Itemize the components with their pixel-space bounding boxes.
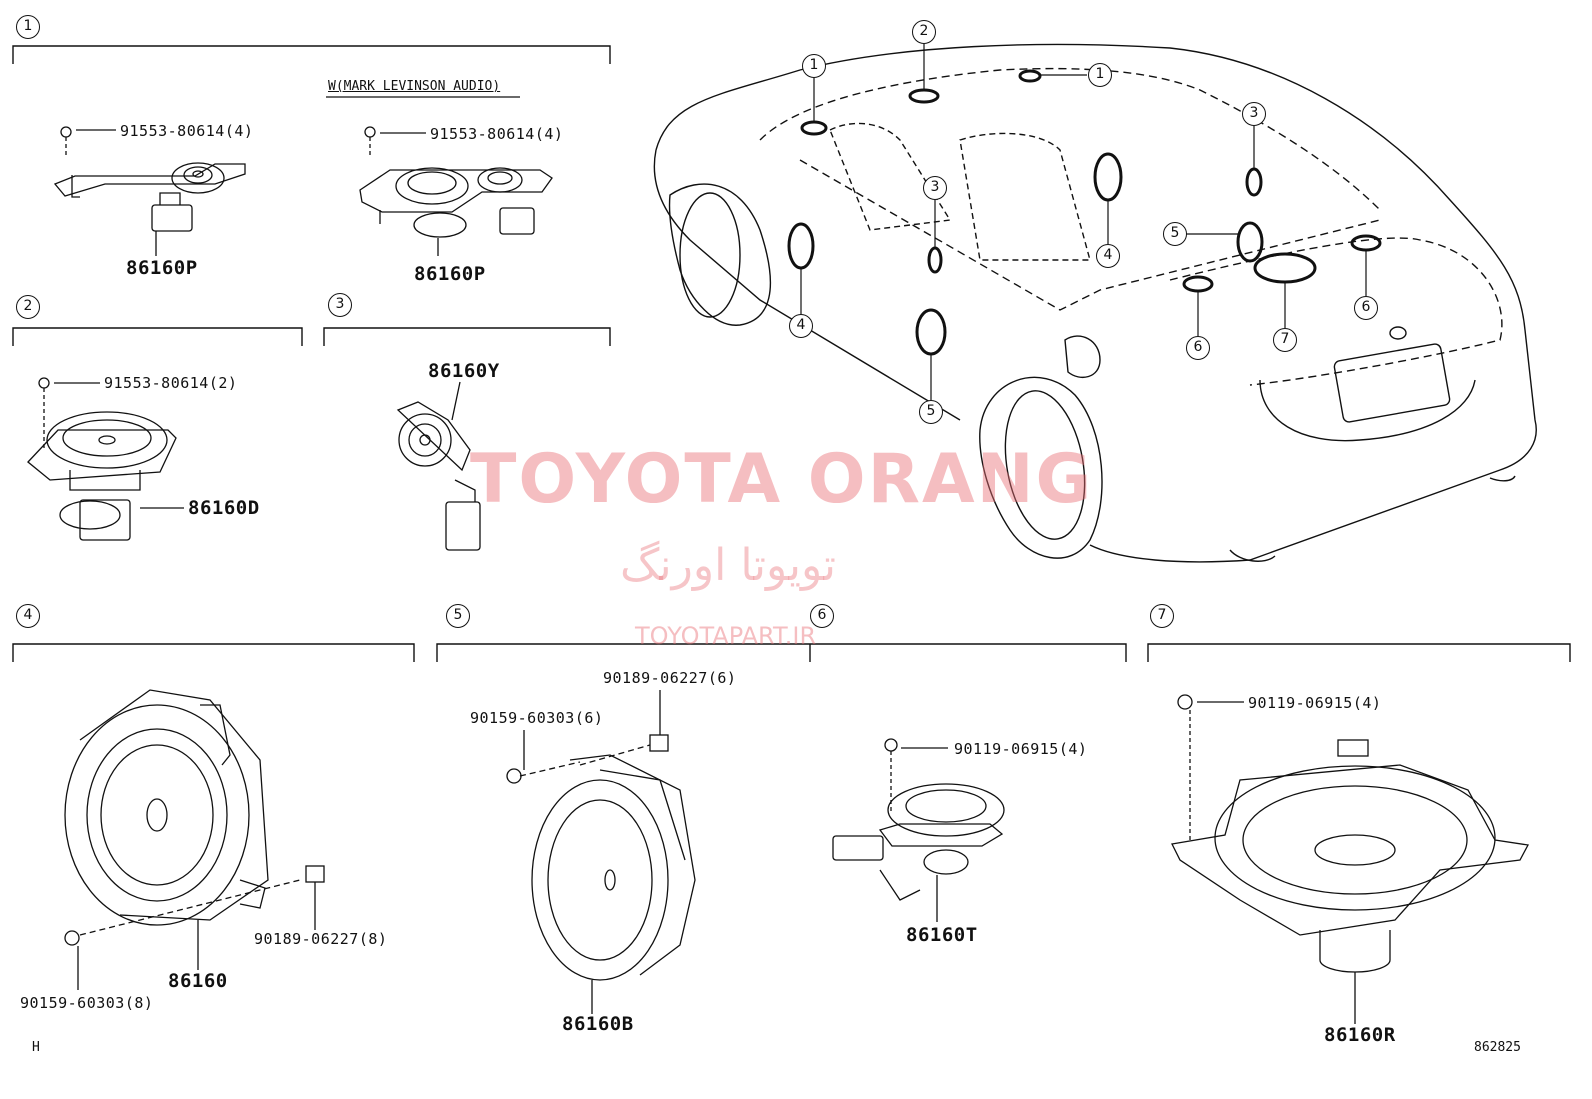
part-number-label: 86160R bbox=[1324, 1024, 1396, 1046]
car-callout: 4 bbox=[789, 314, 813, 338]
car-callout: 1 bbox=[802, 54, 826, 78]
part-number-bolt: 91553-80614(4) bbox=[430, 125, 564, 143]
part-number-bolt: 91553-80614(2) bbox=[104, 374, 238, 392]
speaker-86160 bbox=[64, 689, 325, 990]
part-number-screw: 90159-60303(8) bbox=[20, 994, 154, 1012]
footer-code-left: H bbox=[32, 1040, 40, 1055]
section-number-4: 4 bbox=[16, 604, 40, 628]
car-callout: 6 bbox=[1354, 296, 1378, 320]
section-number-6: 6 bbox=[810, 604, 834, 628]
watermark-url: TOYOTAPART.IR bbox=[635, 622, 817, 650]
part-number-label: 86160 bbox=[168, 970, 228, 992]
part-number-label: 86160T bbox=[906, 924, 978, 946]
section-5-bracket bbox=[436, 643, 1127, 662]
car-outline bbox=[653, 43, 1537, 563]
part-number-label: 86160P bbox=[126, 257, 198, 279]
car-callout: 7 bbox=[1273, 328, 1297, 352]
section-4-bracket bbox=[12, 643, 415, 662]
section-3-bracket bbox=[323, 327, 611, 346]
part-number-label: 86160D bbox=[188, 497, 260, 519]
section-number-1: 1 bbox=[16, 15, 40, 39]
part-number-bolt: 90119-06915(4) bbox=[1248, 694, 1382, 712]
part-number-clip: 90189-06227(8) bbox=[254, 930, 388, 948]
car-speaker-rings bbox=[787, 69, 1382, 356]
car-callout: 2 bbox=[912, 20, 936, 44]
section-number-3: 3 bbox=[328, 293, 352, 317]
variant-note: W(MARK LEVINSON AUDIO) bbox=[328, 79, 501, 94]
part-number-bolt: 91553-80614(4) bbox=[120, 122, 254, 140]
car-callout: 4 bbox=[1096, 244, 1120, 268]
car-callout: 1 bbox=[1088, 63, 1112, 87]
diagram-number: 862825 bbox=[1474, 1040, 1521, 1055]
part-number-label: 86160B bbox=[562, 1013, 634, 1035]
watermark-text-persian: تویوتا اورنگ bbox=[620, 540, 836, 591]
part-number-bolt: 90119-06915(4) bbox=[954, 740, 1088, 758]
car-callout: 6 bbox=[1186, 336, 1210, 360]
section-7-bracket bbox=[1147, 643, 1571, 662]
part-number-clip: 90189-06227(6) bbox=[603, 669, 737, 687]
part-number-label: 86160Y bbox=[428, 360, 500, 382]
section-2-bracket bbox=[12, 327, 303, 346]
speaker-86160R bbox=[1171, 694, 1530, 1024]
speaker-86160D bbox=[27, 377, 184, 541]
car-callout: 3 bbox=[923, 176, 947, 200]
section-number-5: 5 bbox=[446, 604, 470, 628]
tweeter-bracket-left bbox=[53, 126, 246, 256]
tweeter-bracket-right bbox=[359, 126, 553, 256]
watermark-text: TOYOTA ORANG bbox=[470, 440, 1094, 519]
speaker-86160Y bbox=[396, 381, 481, 551]
speaker-86160T bbox=[832, 738, 1005, 922]
car-callout: 5 bbox=[919, 400, 943, 424]
part-number-label: 86160P bbox=[414, 263, 486, 285]
part-number-screw: 90159-60303(6) bbox=[470, 709, 604, 727]
section-1-bracket bbox=[12, 45, 611, 64]
car-callout: 5 bbox=[1163, 222, 1187, 246]
section-number-7: 7 bbox=[1150, 604, 1174, 628]
speaker-86160B bbox=[506, 690, 696, 1014]
car-callout: 3 bbox=[1242, 102, 1266, 126]
section-number-2: 2 bbox=[16, 295, 40, 319]
